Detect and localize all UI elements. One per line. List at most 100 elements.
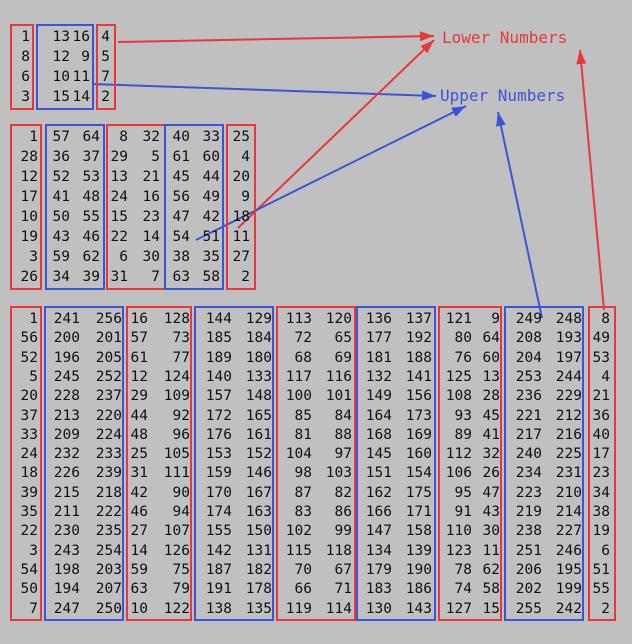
- grid-cell: 77: [172, 349, 190, 366]
- lower-group-frame-6: [438, 306, 502, 621]
- grid-cell: 102: [285, 523, 312, 540]
- grid-cell: 253: [515, 368, 542, 385]
- grid-cell: 16: [130, 311, 148, 327]
- grid-cell: 12: [20, 169, 38, 185]
- grid-cell: 55: [82, 209, 100, 225]
- grid-cell: 62: [482, 561, 500, 578]
- grid-cell: 94: [172, 504, 190, 520]
- grid-cell: 160: [405, 446, 432, 463]
- grid-cell: 240: [515, 446, 542, 463]
- grid-cell: 57: [52, 129, 70, 145]
- grid-cell: 209: [53, 426, 80, 443]
- grid-cell: 230: [53, 523, 80, 540]
- grid-cell: 101: [325, 388, 352, 405]
- grid-cell: 126: [163, 542, 190, 559]
- grid-cell: 23: [142, 209, 160, 225]
- grid-cell: 74: [454, 581, 472, 598]
- grid-cell: 205: [95, 349, 122, 366]
- grid-cell: 26: [20, 269, 38, 285]
- grid-cell: 168: [365, 426, 392, 443]
- grid-cell: 178: [245, 581, 272, 598]
- grid-cell: 117: [285, 368, 312, 385]
- grid-cell: 137: [405, 311, 432, 327]
- grid-cell: 17: [592, 446, 610, 463]
- lower-group-frame-8: [588, 306, 616, 621]
- grid-cell: 49: [202, 189, 220, 205]
- upper-group-frame-3: [194, 306, 274, 621]
- grid-cell: 154: [405, 465, 432, 482]
- grid-cell: 56: [20, 330, 38, 347]
- grid-cell: 133: [245, 368, 272, 385]
- grid-cell: 42: [202, 209, 220, 225]
- grid-cell: 11: [72, 69, 90, 85]
- grid-cell: 61: [130, 349, 148, 366]
- grid-cell: 88: [334, 426, 352, 443]
- grid-cell: 30: [142, 249, 160, 265]
- grid-cell: 14: [72, 89, 90, 105]
- grid-cell: 167: [245, 484, 272, 501]
- grid-cell: 79: [172, 581, 190, 598]
- grid-cell: 134: [365, 542, 392, 559]
- grid-cell: 1: [21, 29, 30, 45]
- grid-cell: 217: [515, 426, 542, 443]
- grid-cell: 47: [172, 209, 190, 225]
- arrow-lower-from-4x4: [117, 31, 435, 43]
- grid-cell: 219: [515, 504, 542, 520]
- grid-cell: 92: [172, 407, 190, 424]
- grid-cell: 250: [95, 600, 122, 617]
- grid-cell: 17: [20, 189, 38, 205]
- grid-cell: 165: [245, 407, 272, 424]
- arrow-upper-from-4x4: [91, 83, 437, 101]
- grid-cell: 243: [53, 542, 80, 559]
- grid-cell: 7: [29, 600, 38, 617]
- grid-cell: 211: [53, 504, 80, 520]
- grid-cell: 228: [53, 388, 80, 405]
- grid-cell: 28: [20, 149, 38, 165]
- lower-group-frame-4: [226, 124, 256, 290]
- grid-cell: 150: [245, 523, 272, 540]
- grid-cell: 123: [445, 542, 472, 559]
- grid-cell: 183: [365, 581, 392, 598]
- grid-cell: 204: [515, 349, 542, 366]
- grid-cell: 213: [53, 407, 80, 424]
- grid-cell: 30: [482, 523, 500, 540]
- grid-cell: 6: [21, 69, 30, 85]
- grid-cell: 194: [53, 581, 80, 598]
- grid-cell: 175: [405, 484, 432, 501]
- grid-cell: 42: [130, 484, 148, 501]
- grid-cell: 8: [21, 49, 30, 65]
- grid-cell: 10: [130, 600, 148, 617]
- grid-cell: 28: [482, 388, 500, 405]
- grid-cell: 110: [445, 523, 472, 540]
- grid-cell: 40: [592, 426, 610, 443]
- grid-cell: 242: [555, 600, 582, 617]
- grid-cell: 124: [163, 368, 190, 385]
- grid-cell: 144: [205, 311, 232, 327]
- grid-cell: 12: [52, 49, 70, 65]
- grid-cell: 177: [365, 330, 392, 347]
- grid-cell: 29: [110, 149, 128, 165]
- grid-cell: 8: [601, 311, 610, 327]
- grid-cell: 57: [130, 330, 148, 347]
- grid-cell: 75: [172, 561, 190, 578]
- grid-cell: 78: [454, 561, 472, 578]
- grid-cell: 71: [334, 581, 352, 598]
- grid-cell: 73: [172, 330, 190, 347]
- grid-cell: 10: [20, 209, 38, 225]
- grid-cell: 52: [20, 349, 38, 366]
- grid-cell: 143: [405, 600, 432, 617]
- grid-cell: 63: [130, 581, 148, 598]
- grid-cell: 38: [592, 504, 610, 520]
- grid-cell: 9: [491, 311, 500, 327]
- grid-cell: 62: [82, 249, 100, 265]
- grid-cell: 34: [592, 484, 610, 501]
- grid-cell: 7: [101, 69, 110, 85]
